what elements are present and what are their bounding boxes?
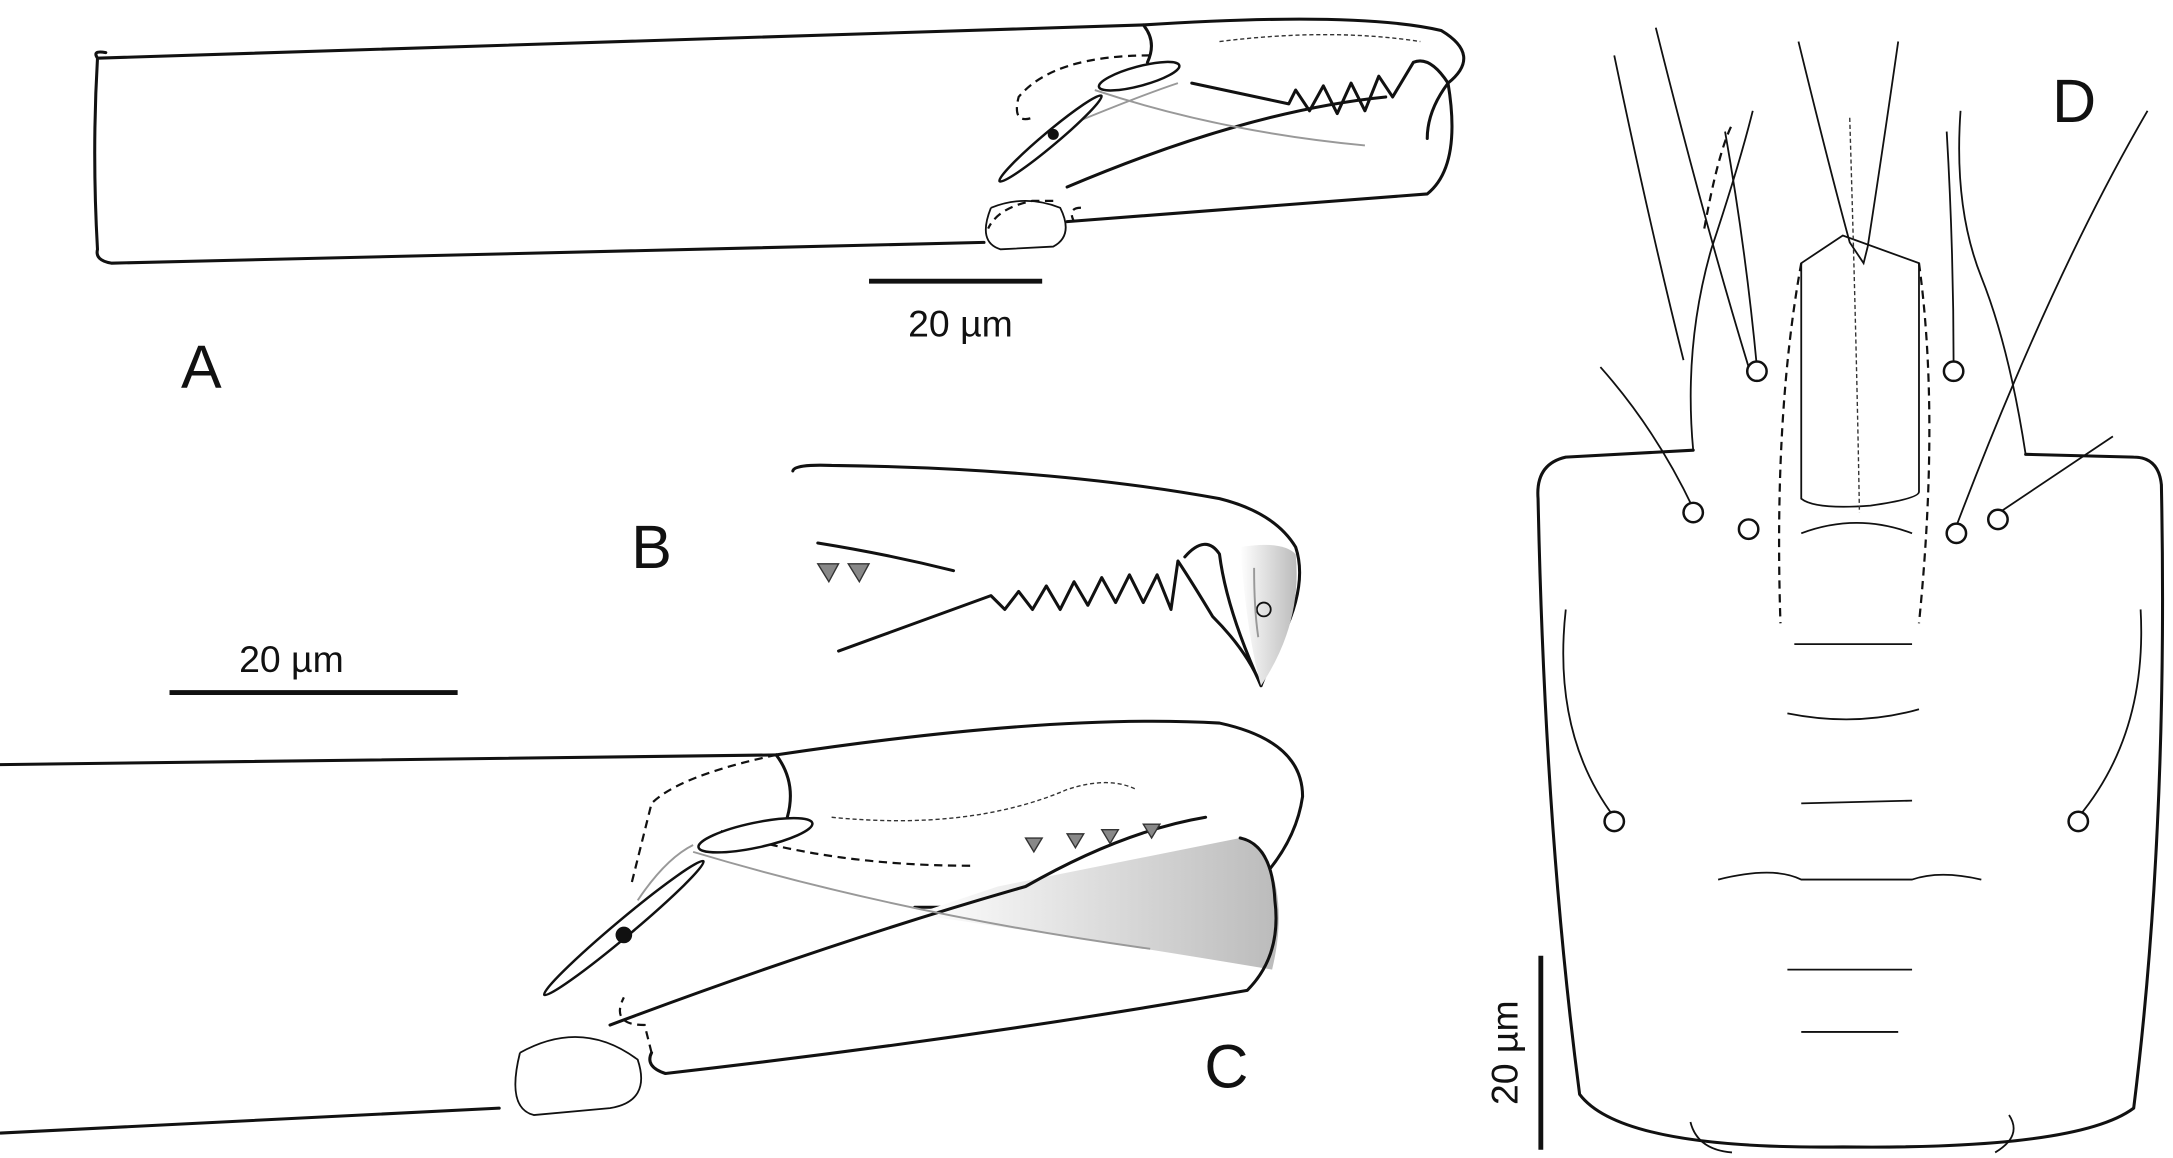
panel-label-c: C [1204,1032,1248,1100]
scale-label-d: 20 µm [1483,1000,1525,1105]
panel-c-drawing [0,719,1305,1135]
scale-label-b: 20 µm [239,638,344,680]
panel-b-drawing [791,463,1302,688]
panel-label-b: B [631,513,672,581]
panel-label-a: A [181,333,222,401]
panel-label-d: D [2052,67,2096,135]
panel-d-drawing [1536,27,2165,1154]
panel-a-drawing [93,17,1466,265]
scale-label-a: 20 µm [908,303,1013,345]
